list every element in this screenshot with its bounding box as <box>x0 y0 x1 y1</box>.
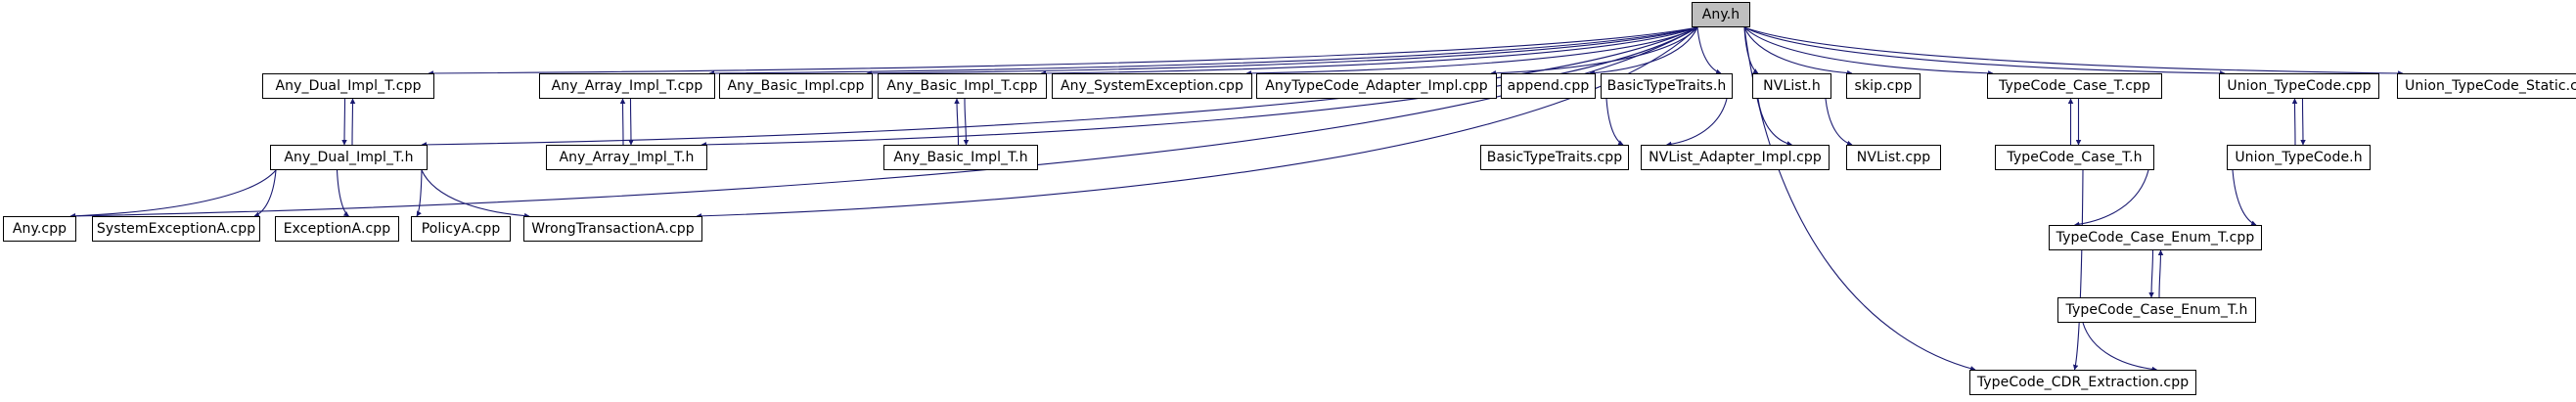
graph-node-label: TypeCode_Case_T.h <box>2007 150 2143 165</box>
graph-edge-any_h-to-any_dual_impl_t_cpp <box>428 26 1698 76</box>
graph-node-union_typecode_cpp[interactable]: Union_TypeCode.cpp <box>2219 73 2379 99</box>
graph-edge-any_h-to-union_typecode_cpp <box>1743 26 2226 76</box>
graph-edge-any_h-to-basictypetraits_h <box>1696 26 1722 74</box>
graph-node-typecode_cdr_extraction_cpp[interactable]: TypeCode_CDR_Extraction.cpp <box>1969 370 2196 395</box>
graph-edge-union_typecode_cpp-to-union_typecode_h <box>2300 98 2306 146</box>
graph-node-any_basic_impl_t_cpp[interactable]: Any_Basic_Impl_T.cpp <box>878 73 1047 99</box>
graph-edge-any_h-to-any_cpp <box>69 26 1698 219</box>
graph-node-systemexceptiona_cpp[interactable]: SystemExceptionA.cpp <box>92 216 260 242</box>
graph-edge-any_h-to-append_cpp <box>1589 26 1698 76</box>
graph-node-any_systemexception_cpp[interactable]: Any_SystemException.cpp <box>1052 73 1252 99</box>
graph-node-policya_cpp[interactable]: PolicyA.cpp <box>411 216 511 242</box>
graph-edge-any_dual_impl_t_cpp-to-any_dual_impl_t_h <box>341 98 347 146</box>
graph-node-label: Any_Array_Impl_T.h <box>559 150 695 165</box>
graph-node-label: AnyTypeCode_Adapter_Impl.cpp <box>1265 78 1488 94</box>
graph-node-basictypetraits_h[interactable]: BasicTypeTraits.h <box>1601 73 1733 99</box>
graph-edge-any_basic_impl_t_cpp-to-any_basic_impl_t_h <box>963 98 970 146</box>
graph-node-label: TypeCode_Case_T.cpp <box>1999 78 2150 94</box>
graph-node-any_dual_impl_t_h[interactable]: Any_Dual_Impl_T.h <box>270 145 428 170</box>
graph-node-label: Any_Basic_Impl_T.cpp <box>886 78 1038 94</box>
graph-edge-any_dual_impl_t_h-to-any_dual_impl_t_cpp <box>349 98 356 146</box>
graph-edge-nvlist_h-to-nvlist_adapter_impl_cpp <box>1757 98 1793 147</box>
graph-node-anytypecode_adapter_impl_cpp[interactable]: AnyTypeCode_Adapter_Impl.cpp <box>1256 73 1497 99</box>
graph-node-nvlist_adapter_impl_cpp[interactable]: NVList_Adapter_Impl.cpp <box>1641 145 1830 170</box>
graph-node-skip_cpp[interactable]: skip.cpp <box>1846 73 1921 99</box>
graph-edge-typecode_case_enum_t_cpp-to-typecode_case_enum_t_h <box>2148 249 2154 298</box>
graph-edge-union_typecode_h-to-typecode_case_enum_t_cpp <box>2232 169 2257 226</box>
graph-edge-basictypetraits_h-to-nvlist_adapter_impl_cpp <box>1665 98 1728 148</box>
graph-node-nvlist_cpp[interactable]: NVList.cpp <box>1846 145 1941 170</box>
graph-node-any_cpp[interactable]: Any.cpp <box>3 216 76 242</box>
graph-edge-basictypetraits_h-to-basictypetraits_cpp <box>1605 98 1624 146</box>
graph-node-any_h[interactable]: Any.h <box>1692 2 1750 27</box>
graph-node-label: TypeCode_CDR_Extraction.cpp <box>1976 375 2190 390</box>
graph-node-typecode_case_enum_t_h[interactable]: TypeCode_Case_Enum_T.h <box>2057 297 2256 323</box>
graph-node-union_typecode_static_cpp[interactable]: Union_TypeCode_Static.cpp <box>2397 73 2576 99</box>
graph-node-label: ExceptionA.cpp <box>283 221 391 237</box>
graph-edge-any_h-to-any_systemexception_cpp <box>1245 26 1698 76</box>
graph-node-exceptiona_cpp[interactable]: ExceptionA.cpp <box>275 216 399 242</box>
graph-edge-any_array_impl_t_h-to-any_array_impl_t_cpp <box>619 98 626 146</box>
graph-node-label: BasicTypeTraits.cpp <box>1486 150 1623 165</box>
graph-edge-any_array_impl_t_cpp-to-any_array_impl_t_h <box>628 98 634 146</box>
graph-edge-any_basic_impl_t_h-to-any_basic_impl_t_cpp <box>954 98 960 146</box>
graph-node-nvlist_h[interactable]: NVList.h <box>1752 73 1831 99</box>
graph-edge-any_h-to-nvlist_h <box>1743 26 1759 74</box>
graph-edge-typecode_case_enum_t_h-to-typecode_cdr_extraction_cpp <box>2082 322 2158 373</box>
graph-edge-any_dual_impl_t_h-to-any_cpp <box>69 169 277 219</box>
graph-node-label: Any_Dual_Impl_T.cpp <box>275 78 422 94</box>
graph-node-label: append.cpp <box>1507 78 1590 94</box>
graph-node-union_typecode_h[interactable]: Union_TypeCode.h <box>2227 145 2371 170</box>
graph-node-label: BasicTypeTraits.h <box>1606 78 1727 94</box>
graph-node-label: skip.cpp <box>1854 78 1913 94</box>
graph-edge-any_h-to-any_basic_impl_cpp <box>866 26 1698 76</box>
graph-edge-any_h-to-any_basic_impl_t_cpp <box>1040 26 1698 76</box>
graph-node-label: Any_Array_Impl_T.cpp <box>551 78 703 94</box>
graph-node-label: Any.cpp <box>12 221 68 237</box>
graph-node-any_array_impl_t_h[interactable]: Any_Array_Impl_T.h <box>546 145 707 170</box>
graph-node-basictypetraits_cpp[interactable]: BasicTypeTraits.cpp <box>1480 145 1629 170</box>
graph-node-any_basic_impl_t_h[interactable]: Any_Basic_Impl_T.h <box>883 145 1038 170</box>
graph-node-label: TypeCode_Case_Enum_T.h <box>2065 302 2248 318</box>
graph-edge-any_h-to-skip_cpp <box>1743 26 1853 76</box>
graph-edge-nvlist_h-to-nvlist_cpp <box>1825 98 1853 147</box>
graph-node-wrongtransactiona_cpp[interactable]: WrongTransactionA.cpp <box>523 216 702 242</box>
graph-node-typecode_case_t_cpp[interactable]: TypeCode_Case_T.cpp <box>1987 73 2162 99</box>
graph-edge-typecode_case_t_h-to-typecode_cdr_extraction_cpp <box>2072 169 2084 371</box>
graph-node-label: Any_Basic_Impl_T.h <box>893 150 1028 165</box>
graph-node-label: TypeCode_Case_Enum_T.cpp <box>2056 230 2255 246</box>
graph-node-typecode_case_enum_t_cpp[interactable]: TypeCode_Case_Enum_T.cpp <box>2049 225 2262 250</box>
graph-edge-any_dual_impl_t_h-to-systemexceptiona_cpp <box>253 169 277 217</box>
graph-node-any_array_impl_t_cpp[interactable]: Any_Array_Impl_T.cpp <box>539 73 715 99</box>
graph-node-label: Any_SystemException.cpp <box>1060 78 1244 94</box>
graph-node-label: Union_TypeCode.h <box>2235 150 2363 165</box>
graph-edge-union_typecode_h-to-union_typecode_cpp <box>2291 98 2298 146</box>
graph-node-any_dual_impl_t_cpp[interactable]: Any_Dual_Impl_T.cpp <box>262 73 434 99</box>
graph-node-label: SystemExceptionA.cpp <box>96 221 256 237</box>
graph-edge-any_dual_impl_t_h-to-wrongtransactiona_cpp <box>421 169 530 219</box>
graph-node-label: PolicyA.cpp <box>421 221 501 237</box>
graph-node-label: Union_TypeCode_Static.cpp <box>2405 78 2576 94</box>
graph-node-label: NVList_Adapter_Impl.cpp <box>1649 150 1822 165</box>
graph-node-typecode_case_t_h[interactable]: TypeCode_Case_T.h <box>1995 145 2154 170</box>
graph-node-label: NVList.h <box>1763 78 1821 94</box>
graph-edge-any_h-to-any_array_impl_t_cpp <box>708 26 1698 76</box>
graph-edge-any_dual_impl_t_h-to-exceptiona_cpp <box>336 169 349 217</box>
graph-edge-typecode_case_t_h-to-typecode_case_enum_t_cpp <box>2073 169 2149 228</box>
graph-node-label: Any.h <box>1701 7 1740 22</box>
graph-edge-any_h-to-wrongtransactiona_cpp <box>696 26 1698 219</box>
graph-node-label: Any_Dual_Impl_T.h <box>284 150 414 165</box>
graph-edge-typecode_case_enum_t_h-to-typecode_case_enum_t_cpp <box>2157 249 2164 298</box>
graph-node-any_basic_impl_cpp[interactable]: Any_Basic_Impl.cpp <box>719 73 873 99</box>
graph-edge-any_h-to-union_typecode_static_cpp <box>1743 26 2404 76</box>
graph-node-append_cpp[interactable]: append.cpp <box>1501 73 1596 99</box>
graph-edge-any_dual_impl_t_h-to-policya_cpp <box>416 169 423 217</box>
graph-node-label: WrongTransactionA.cpp <box>531 221 695 237</box>
graph-node-label: Any_Basic_Impl.cpp <box>727 78 865 94</box>
graph-edge-any_h-to-anytypecode_adapter_impl_cpp <box>1490 26 1698 76</box>
graph-node-label: NVList.cpp <box>1856 150 1931 165</box>
graph-node-label: Union_TypeCode.cpp <box>2227 78 2372 94</box>
graph-edge-any_h-to-typecode_case_t_cpp <box>1743 26 1994 76</box>
